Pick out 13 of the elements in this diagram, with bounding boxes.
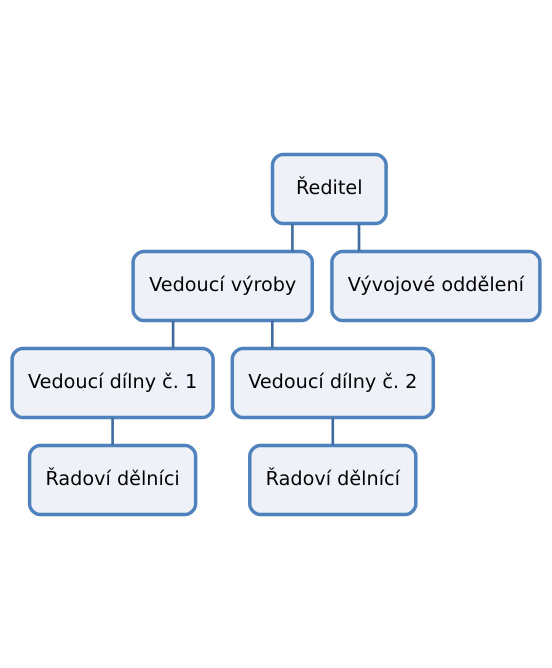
connector xyxy=(111,417,114,445)
connector xyxy=(270,320,274,348)
node-box: Ředitel xyxy=(270,152,388,225)
connector xyxy=(332,417,334,445)
node-box: Vývojové oddělení xyxy=(330,249,542,322)
node-box: Řadoví dělníci xyxy=(28,443,198,516)
connector xyxy=(172,320,174,348)
connector xyxy=(358,223,360,251)
node-box: Vedoucí výroby xyxy=(131,249,314,322)
node-box: Vedoucí dílny č. 1 xyxy=(10,346,215,419)
connector xyxy=(291,223,294,251)
node-box: Řadoví dělnící xyxy=(248,443,418,516)
node-box: Vedoucí dílny č. 2 xyxy=(230,346,436,419)
